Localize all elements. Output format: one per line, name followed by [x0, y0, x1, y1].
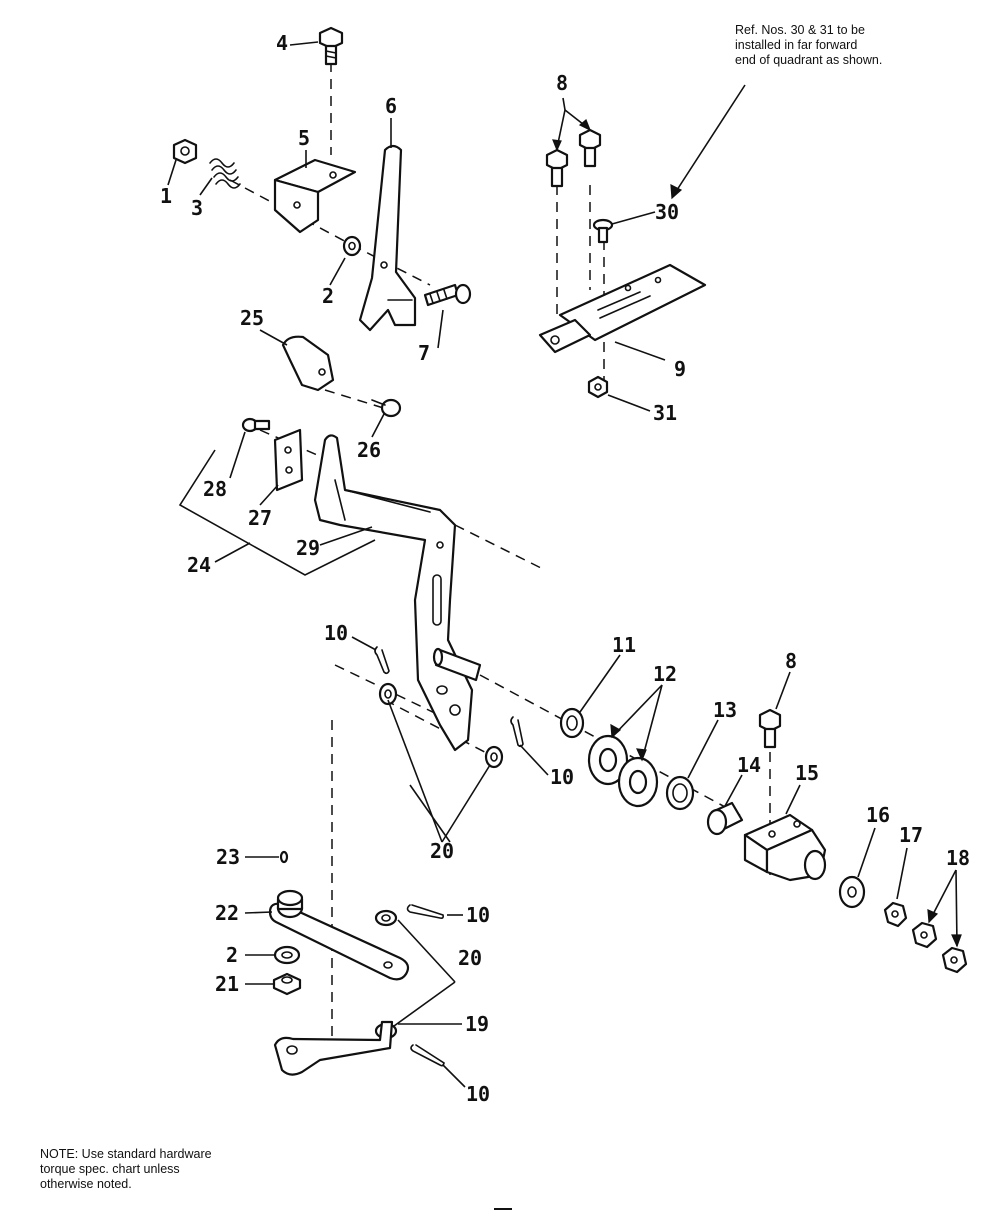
callout-10-c: 10 [466, 903, 490, 927]
callout-28: 28 [203, 477, 227, 501]
callout-29: 29 [296, 536, 320, 560]
hardware-torque-note: NOTE: Use standard hardware torque spec.… [40, 1147, 212, 1191]
callout-10-d: 10 [466, 1082, 490, 1106]
hex-nut-part-1 [172, 138, 198, 165]
nut-part-31 [587, 375, 609, 399]
bracket-part-5 [273, 158, 357, 234]
clevis-bracket-part-15 [743, 813, 827, 882]
callout-24: 24 [187, 553, 211, 577]
callout-4: 4 [276, 31, 288, 55]
large-washer-part-12-a [587, 734, 629, 786]
callout-22: 22 [215, 901, 239, 925]
washer-part-16 [838, 875, 866, 909]
callout-13: 13 [713, 698, 737, 722]
callout-5: 5 [298, 126, 310, 150]
spacer-part-14 [706, 801, 744, 836]
callout-30: 30 [655, 200, 679, 224]
cotter-pin-part-10-a [374, 646, 390, 675]
callout-15: 15 [795, 761, 819, 785]
washer-part-20-b [484, 745, 504, 769]
callout-14: 14 [737, 753, 761, 777]
callout-numbers: 4 1 3 5 6 2 7 8 30 9 31 25 26 28 27 29 2… [160, 31, 970, 1106]
washer-part-20-c [374, 909, 398, 927]
washer-part-2-upper [342, 235, 362, 257]
bolt-part-8-lower [758, 708, 782, 749]
callout-9: 9 [674, 357, 686, 381]
bolt-part-4 [318, 26, 344, 66]
ring-part-13 [665, 775, 695, 811]
quadrant-plate-part-9 [538, 263, 707, 354]
hex-nut-part-21 [272, 972, 302, 996]
callout-16: 16 [866, 803, 890, 827]
callout-leader-lines [167, 41, 962, 1088]
bushing-part-11 [559, 707, 585, 739]
large-washer-part-12-b [617, 756, 659, 808]
callout-17: 17 [899, 823, 923, 847]
screw-part-30 [592, 218, 614, 244]
callout-11: 11 [612, 633, 636, 657]
callout-2-upper: 2 [322, 284, 334, 308]
cotter-pin-part-10-b [510, 716, 524, 748]
callout-18: 18 [946, 846, 970, 870]
page-number-mark [494, 1208, 512, 1216]
callout-1: 1 [160, 184, 172, 208]
lock-nut-part-18-a [911, 921, 938, 949]
cotter-pin-part-10-d [410, 1044, 445, 1067]
spring-part-3 [209, 158, 241, 189]
assembly-bracket-part-24 [178, 449, 376, 576]
callout-2-lower: 2 [226, 943, 238, 967]
pin-part-23 [279, 850, 289, 864]
callout-3: 3 [191, 196, 203, 220]
lever-stud [432, 647, 482, 682]
lever-part-6 [358, 144, 417, 332]
callout-26: 26 [357, 438, 381, 462]
plate-part-27 [273, 428, 304, 492]
screw-part-26 [371, 398, 402, 418]
callout-10-a: 10 [324, 621, 348, 645]
callout-31: 31 [653, 401, 677, 425]
callout-10-b: 10 [550, 765, 574, 789]
bolt-pair-part-8 [545, 128, 602, 188]
callout-20-lower: 20 [458, 946, 482, 970]
bolt-part-28 [241, 417, 271, 433]
callout-21: 21 [215, 972, 239, 996]
callout-25: 25 [240, 306, 264, 330]
rod-part-19 [273, 1020, 394, 1076]
lock-nut-part-18-b [941, 946, 968, 974]
washer-part-2-lower [273, 945, 301, 965]
washer-part-20-a [378, 682, 398, 706]
screw-part-7 [423, 283, 472, 307]
link-plate-part-22 [268, 889, 410, 981]
cotter-pin-part-10-c [406, 904, 444, 919]
reference-note: Ref. Nos. 30 & 31 to be installed in far… [735, 23, 883, 67]
callout-8-lower: 8 [785, 649, 797, 673]
callout-27: 27 [248, 506, 272, 530]
callout-8-upper: 8 [556, 71, 568, 95]
knob-part-25 [281, 335, 335, 392]
callout-19: 19 [465, 1012, 489, 1036]
shift-lever-part-29 [313, 434, 474, 752]
callout-12: 12 [653, 662, 677, 686]
callout-7: 7 [418, 341, 430, 365]
callout-6: 6 [385, 94, 397, 118]
nut-part-17 [883, 901, 908, 928]
callout-23: 23 [216, 845, 240, 869]
callout-20-upper: 20 [430, 839, 454, 863]
